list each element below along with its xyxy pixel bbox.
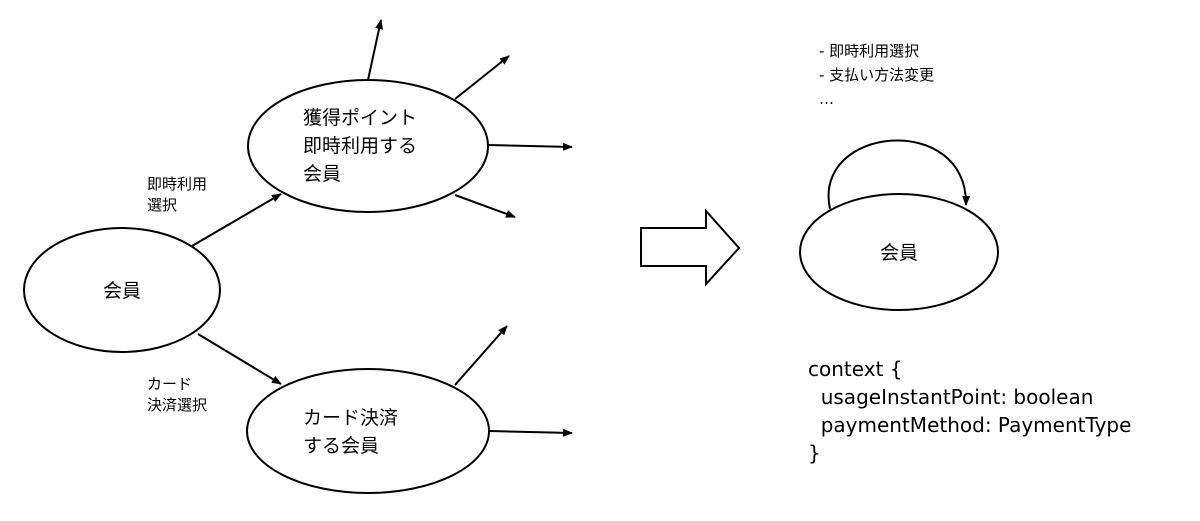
instant-point-node-label: 獲得ポイント 即時利用する 会員 <box>303 107 423 185</box>
events-note-line: - 支払い方法変更 <box>819 66 934 84</box>
edge-label-card-select: カード 決済選択 <box>147 375 207 414</box>
instant-point-node-line: 獲得ポイント <box>303 107 417 129</box>
events-note-line: … <box>819 90 834 108</box>
edge-label-line: カード <box>147 375 192 393</box>
context-code: context { usageInstantPoint: boolean pay… <box>808 0 1163 465</box>
member-node-right: 会員 <box>799 193 999 311</box>
transform-arrow <box>640 208 741 287</box>
context-code-line: context { <box>808 357 902 381</box>
edge-member-to-instant-point <box>191 193 282 247</box>
outgoing-arrow <box>454 194 516 218</box>
events-note: - 即時利用選択 - 支払い方法変更 … <box>819 42 939 108</box>
context-code-line: } <box>808 441 821 465</box>
member-node-label: 会員 <box>103 280 141 302</box>
self-loop-arrow <box>827 139 971 210</box>
edge-member-to-card-payment <box>197 333 282 385</box>
member-node-shape <box>23 227 221 353</box>
member-node-right-label: 会員 <box>880 242 918 264</box>
member-node: 会員 <box>23 227 221 353</box>
edge-label-line: 即時利用 <box>147 175 207 193</box>
card-payment-outgoing-arrows <box>454 325 573 437</box>
instant-point-node-line: 即時利用する <box>303 135 417 157</box>
instant-point-outgoing-arrows <box>367 19 573 218</box>
card-payment-node-line: する会員 <box>303 435 379 457</box>
outgoing-arrow <box>367 19 384 81</box>
member-node-right-shape <box>799 193 999 311</box>
outgoing-arrow <box>454 55 510 100</box>
edge-label-line: 決済選択 <box>147 396 207 414</box>
events-note-line: - 即時利用選択 <box>819 42 919 60</box>
outgoing-arrow <box>489 428 573 437</box>
edge-label-instant-select: 即時利用 選択 <box>147 175 212 214</box>
instant-point-node-shape <box>247 79 489 213</box>
context-code-line: paymentMethod: PaymentType <box>808 413 1131 437</box>
card-payment-node-line: カード決済 <box>303 407 398 429</box>
card-payment-node-label: カード決済 する会員 <box>303 407 404 457</box>
outgoing-arrow <box>487 142 573 151</box>
edge-label-line: 選択 <box>147 196 177 214</box>
instant-point-node: 獲得ポイント 即時利用する 会員 <box>247 79 489 213</box>
card-payment-node: カード決済 する会員 <box>246 368 490 494</box>
instant-point-node-line: 会員 <box>303 163 341 185</box>
card-payment-node-shape <box>246 368 490 494</box>
context-code-line: usageInstantPoint: boolean <box>808 385 1093 409</box>
outgoing-arrow <box>454 325 508 386</box>
